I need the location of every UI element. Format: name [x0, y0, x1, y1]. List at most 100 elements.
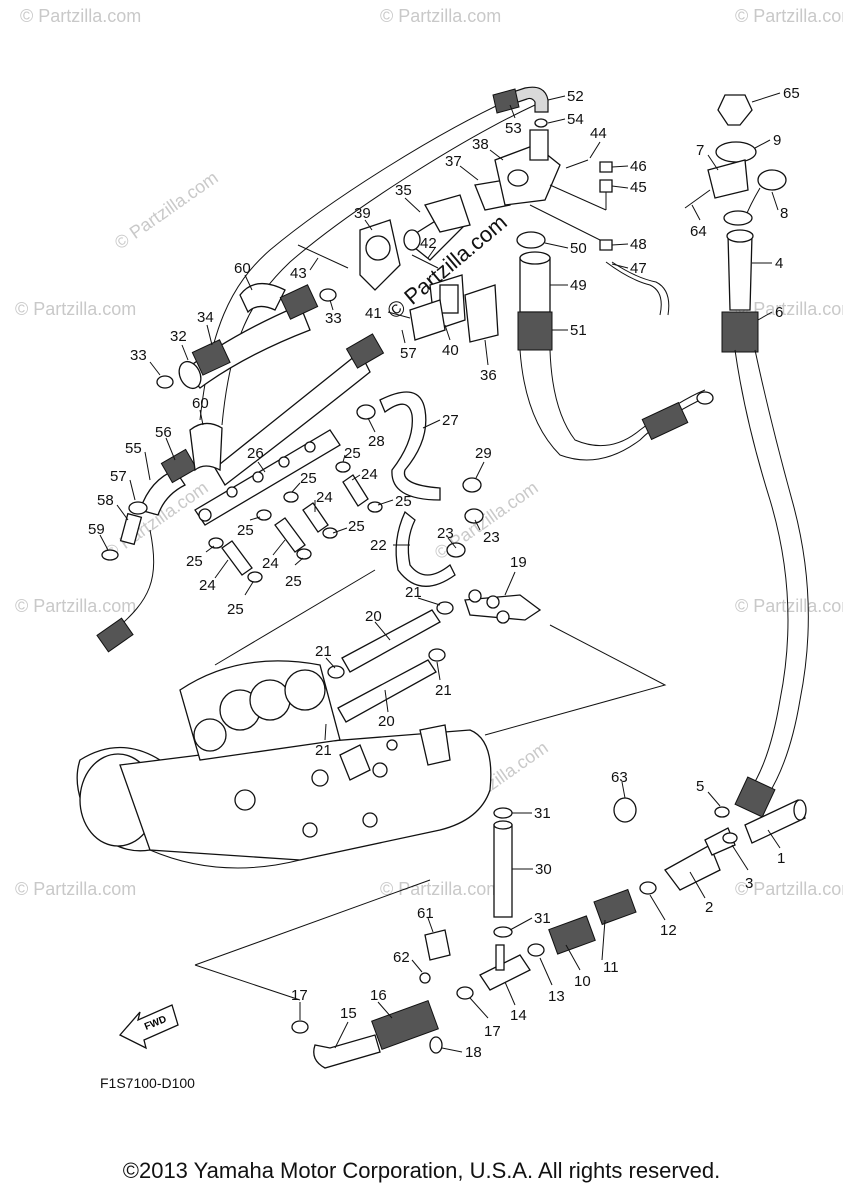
watermark-text: © Partzilla.com [735, 299, 843, 319]
callout-6: 6 [775, 304, 783, 321]
callout-30: 30 [535, 861, 552, 878]
part-21-clamp [428, 648, 446, 662]
part-31-clamp [493, 807, 513, 819]
part-44-bolt [565, 159, 589, 169]
fwd-arrow-icon: FWD [118, 1004, 179, 1050]
callout-54: 54 [567, 111, 584, 128]
callout-16: 16 [370, 987, 387, 1004]
part-33-clamp [319, 288, 337, 302]
part-5-clamp [714, 806, 730, 818]
manifold-port [278, 456, 290, 468]
part-60-bracket [239, 283, 286, 314]
watermark-text: © Partzilla.com [380, 6, 501, 26]
callout-1: 1 [777, 850, 785, 867]
callout-20: 20 [365, 608, 382, 625]
part-25-clamp [256, 509, 272, 521]
part-10-bellows [548, 915, 596, 955]
callout-36: 36 [480, 367, 497, 384]
hose-clamp [696, 391, 714, 405]
part-36-gasket [464, 284, 499, 343]
part-25-clamp [367, 501, 383, 513]
leader-line [529, 204, 601, 241]
part-28-clamp [356, 404, 376, 420]
watermark-text: © Partzilla.com [111, 167, 222, 253]
part-14-fitting [479, 954, 531, 991]
part-52-elbow [494, 86, 549, 113]
callout-3: 3 [745, 875, 753, 892]
callout-layer: 1 2 3 4 5 6 7 8 9 10 11 12 13 [88, 85, 800, 1061]
callout-21-a: 21 [405, 584, 422, 601]
manifold-end [198, 508, 212, 522]
part-24-hose [221, 540, 253, 576]
callout-39: 39 [354, 205, 371, 222]
part-30-top [493, 820, 513, 830]
callout-21-c: 21 [315, 643, 332, 660]
hose-outline [114, 529, 155, 631]
callout-65: 65 [783, 85, 800, 102]
callout-44: 44 [590, 125, 607, 142]
callout-52: 52 [567, 88, 584, 105]
callout-59: 59 [88, 521, 105, 538]
part-27-hose [379, 391, 441, 501]
part-33-clamp [156, 375, 174, 389]
part-17-clamp [291, 1020, 309, 1034]
callout-55: 55 [125, 440, 142, 457]
leader-line [194, 879, 431, 966]
watermark-text: © Partzilla.com [20, 6, 141, 26]
callout-5: 5 [696, 778, 704, 795]
part-47-hose [611, 261, 670, 316]
part-13-clamp [527, 943, 545, 957]
part-35-housing [424, 194, 471, 233]
callout-31-b: 31 [534, 910, 551, 927]
callout-34: 34 [197, 309, 214, 326]
copyright-notice: ©2013 Yamaha Motor Corporation, U.S.A. A… [122, 1158, 721, 1183]
callout-37: 37 [445, 153, 462, 170]
part-58-fitting [119, 512, 143, 546]
part-19-port [468, 589, 482, 603]
leader-line [484, 624, 667, 736]
part-24-hose [302, 502, 329, 533]
part-42-bolt [411, 254, 439, 269]
part-32-hose-end [178, 360, 202, 390]
exhaust-manifold-assembly [76, 660, 492, 869]
callout-24-b: 24 [262, 555, 279, 572]
part-64-screw [684, 189, 711, 209]
callout-53: 53 [505, 120, 522, 137]
callout-17-b: 17 [484, 1023, 501, 1040]
lower-left-bellows [96, 617, 134, 653]
callout-19: 19 [510, 554, 527, 571]
part-41-fitting [409, 299, 446, 341]
part-57-clamp [128, 501, 148, 515]
part-8-ring [723, 210, 753, 226]
part-2-y-fitting [664, 844, 721, 891]
part-25-clamp [322, 527, 338, 539]
callout-58: 58 [97, 492, 114, 509]
part-20-pipe [337, 659, 437, 723]
hose-upper [214, 350, 371, 486]
part-9-ring [715, 141, 757, 163]
part-49-pipe [519, 257, 551, 313]
watermark-text: © Partzilla.com [735, 596, 843, 616]
callout-22: 22 [370, 537, 387, 554]
callout-41: 41 [365, 305, 382, 322]
callout-7: 7 [696, 142, 704, 159]
part-25-clamp [247, 571, 263, 583]
leader-line [194, 964, 301, 1001]
callout-29: 29 [475, 445, 492, 462]
part-18-strap [429, 1036, 443, 1054]
part-14-stem [495, 944, 505, 971]
part-6-bellows [721, 311, 759, 353]
part-3-clamp [722, 832, 738, 844]
parts-diagram: © Partzilla.com © Partzilla.com © Partzi… [15, 6, 843, 1069]
callout-21-d: 21 [315, 742, 332, 759]
callout-33-a: 33 [130, 347, 147, 364]
callout-15: 15 [340, 1005, 357, 1022]
part-17-clamp [456, 986, 474, 1000]
callout-51: 51 [570, 322, 587, 339]
callout-33-b: 33 [325, 310, 342, 327]
part-34-bellows [279, 284, 319, 320]
manifold-port [304, 441, 316, 453]
part-63-grommet [613, 797, 637, 823]
part-23-clamp [464, 508, 484, 524]
callout-25-d: 25 [344, 445, 361, 462]
